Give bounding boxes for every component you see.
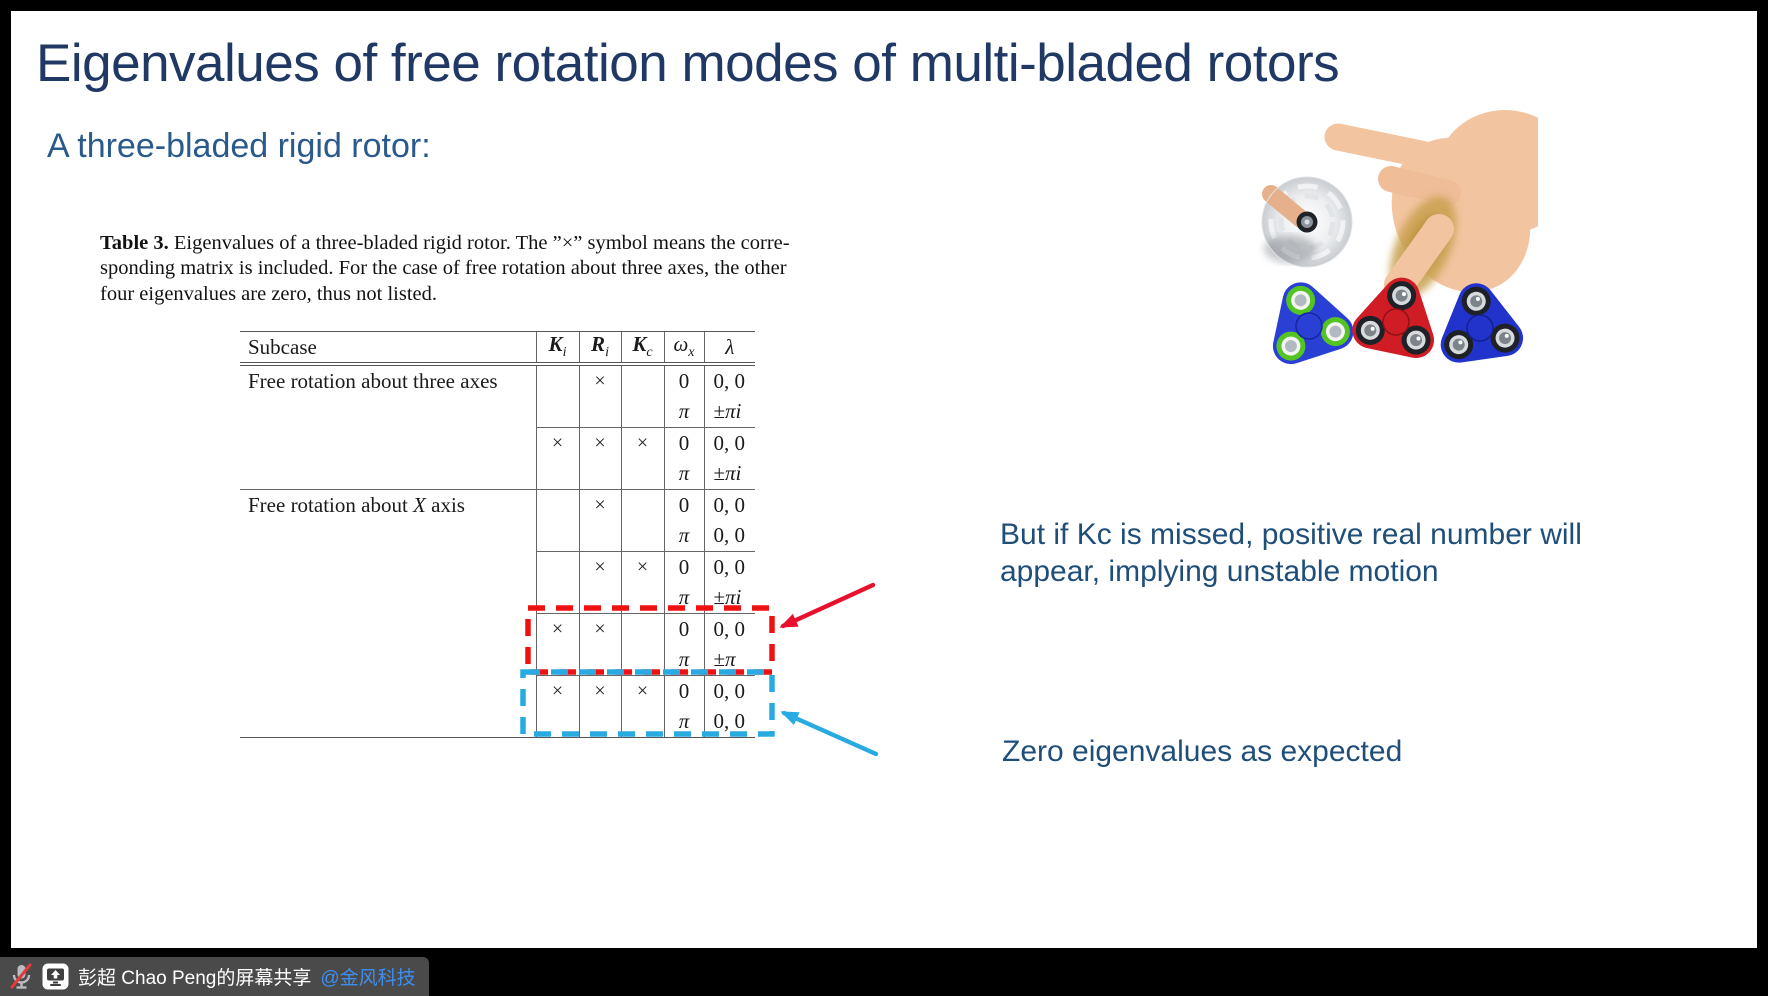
- matrix-mark-cell: [620, 582, 664, 614]
- column-header: Kc: [620, 331, 664, 366]
- matrix-mark-cell: ×: [578, 613, 621, 645]
- omega-cell: 0: [663, 427, 704, 459]
- share-banner-mention: @金风科技: [320, 968, 416, 989]
- omega-cell: π: [663, 582, 704, 614]
- matrix-mark-cell: [620, 706, 664, 738]
- matrix-mark-cell: [578, 582, 621, 614]
- matrix-mark-cell: ×: [578, 427, 621, 459]
- fidget-spinner-photos: [1261, 110, 1538, 365]
- matrix-mark-cell: [535, 489, 579, 521]
- matrix-mark-cell: ×: [535, 613, 579, 645]
- lambda-cell: ±πi: [703, 396, 755, 428]
- screen-share-banner: 彭超 Chao Peng的屏幕共享 @金风科技: [0, 957, 429, 996]
- matrix-mark-cell: [578, 458, 621, 490]
- matrix-mark-cell: [620, 458, 664, 490]
- lambda-cell: ±πi: [703, 582, 755, 614]
- omega-cell: 0: [663, 551, 704, 583]
- screen-share-icon: [42, 963, 69, 990]
- matrix-mark-cell: ×: [620, 427, 664, 459]
- hand-spinner-photo: [1324, 110, 1538, 300]
- lambda-cell: ±π: [703, 644, 755, 676]
- matrix-mark-cell: [535, 520, 579, 552]
- table-caption: Table 3. Eigenvalues of a three-bladed r…: [100, 232, 790, 305]
- column-header: Ki: [535, 331, 579, 366]
- annotation-unstable-text: But if Kc is missed, positive real numbe…: [1000, 518, 1582, 589]
- matrix-mark-cell: [620, 364, 664, 397]
- annotation-zero-text: Zero eigenvalues as expected: [1002, 735, 1403, 768]
- share-banner-text: 彭超 Chao Peng的屏幕共享: [78, 968, 312, 989]
- fidget-spinner-left: [1272, 282, 1354, 365]
- column-header: Subcase: [240, 331, 536, 366]
- table-row: π±πi: [240, 458, 755, 490]
- lambda-cell: 0, 0: [703, 364, 755, 397]
- lambda-cell: 0, 0: [703, 613, 755, 645]
- omega-cell: π: [663, 644, 704, 676]
- fidget-spinner-middle: [1352, 277, 1435, 359]
- matrix-mark-cell: ×: [535, 427, 579, 459]
- matrix-mark-cell: [535, 364, 579, 397]
- omega-cell: π: [663, 520, 704, 552]
- matrix-mark-cell: [535, 706, 579, 738]
- lambda-cell: 0, 0: [703, 551, 755, 583]
- muted-mic-icon: [10, 963, 32, 989]
- matrix-mark-cell: [578, 706, 621, 738]
- matrix-mark-cell: [535, 582, 579, 614]
- column-header: ωx: [663, 331, 704, 366]
- slide-title: Eigenvalues of free rotation modes of mu…: [36, 34, 1340, 93]
- omega-cell: 0: [663, 675, 704, 707]
- matrix-mark-cell: [535, 644, 579, 676]
- matrix-mark-cell: [535, 458, 579, 490]
- matrix-mark-cell: ×: [578, 675, 621, 707]
- lambda-cell: 0, 0: [703, 675, 755, 707]
- omega-cell: 0: [663, 613, 704, 645]
- lambda-cell: 0, 0: [703, 706, 755, 738]
- omega-cell: π: [663, 396, 704, 428]
- lambda-cell: 0, 0: [703, 489, 755, 521]
- matrix-mark-cell: [620, 489, 664, 521]
- subcase-cell: Free rotation about three axes: [248, 369, 498, 393]
- matrix-mark-cell: ×: [578, 489, 621, 521]
- matrix-mark-cell: ×: [620, 551, 664, 583]
- column-header: Ri: [578, 331, 621, 366]
- matrix-mark-cell: [578, 520, 621, 552]
- matrix-mark-cell: [620, 644, 664, 676]
- fidget-spinner-right: [1440, 283, 1524, 363]
- omega-cell: 0: [663, 489, 704, 521]
- matrix-mark-cell: [620, 613, 664, 645]
- matrix-mark-cell: ×: [535, 675, 579, 707]
- lambda-cell: 0, 0: [703, 520, 755, 552]
- matrix-mark-cell: [620, 396, 664, 428]
- lambda-cell: 0, 0: [703, 427, 755, 459]
- matrix-mark-cell: [535, 551, 579, 583]
- omega-cell: 0: [663, 364, 704, 397]
- omega-cell: π: [663, 706, 704, 738]
- matrix-mark-cell: ×: [578, 364, 621, 397]
- matrix-mark-cell: [535, 396, 579, 428]
- slide-subtitle: A three-bladed rigid rotor:: [47, 127, 431, 165]
- spinning-blur-photo: [1261, 176, 1353, 268]
- matrix-mark-cell: [620, 520, 664, 552]
- lambda-cell: ±πi: [703, 458, 755, 490]
- subcase-cell: Free rotation about X axis: [240, 489, 536, 738]
- column-header: λ: [703, 331, 755, 366]
- matrix-mark-cell: [578, 396, 621, 428]
- matrix-mark-cell: ×: [620, 675, 664, 707]
- omega-cell: π: [663, 458, 704, 490]
- matrix-mark-cell: [578, 644, 621, 676]
- matrix-mark-cell: ×: [578, 551, 621, 583]
- table-row: π±πi: [240, 396, 755, 428]
